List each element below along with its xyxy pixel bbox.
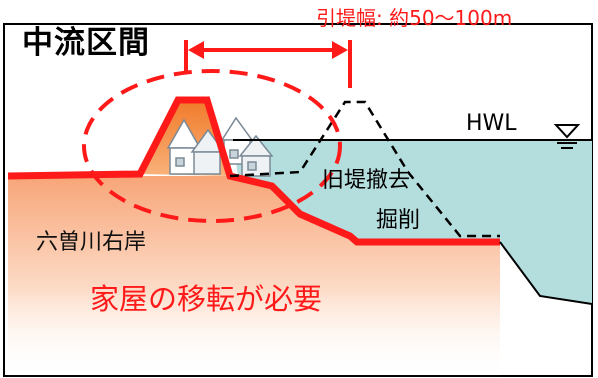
excavation-label: 掘削: [376, 208, 421, 233]
relocation-zone-ellipse: [82, 69, 342, 223]
old-levee-outline: [229, 100, 500, 238]
riverbed-line: [499, 241, 593, 305]
relocation-note: 家屋の移転が必要: [90, 282, 323, 316]
triangle-water-level-icon: [553, 124, 581, 149]
levee-width-label: 引堤幅: 約50～100m: [316, 6, 513, 30]
house-icon: [166, 116, 274, 177]
section-title: 中流区間: [22, 25, 150, 61]
right-bank-label: 六曽川右岸: [36, 230, 147, 255]
old-levee-removal-label: 旧堤撤去: [322, 168, 411, 193]
hinterland-soil: [8, 176, 500, 378]
new-levee-profile: [7, 96, 500, 246]
hwl-label: HWL: [466, 111, 517, 136]
levee-width-dimension: [184, 40, 352, 88]
